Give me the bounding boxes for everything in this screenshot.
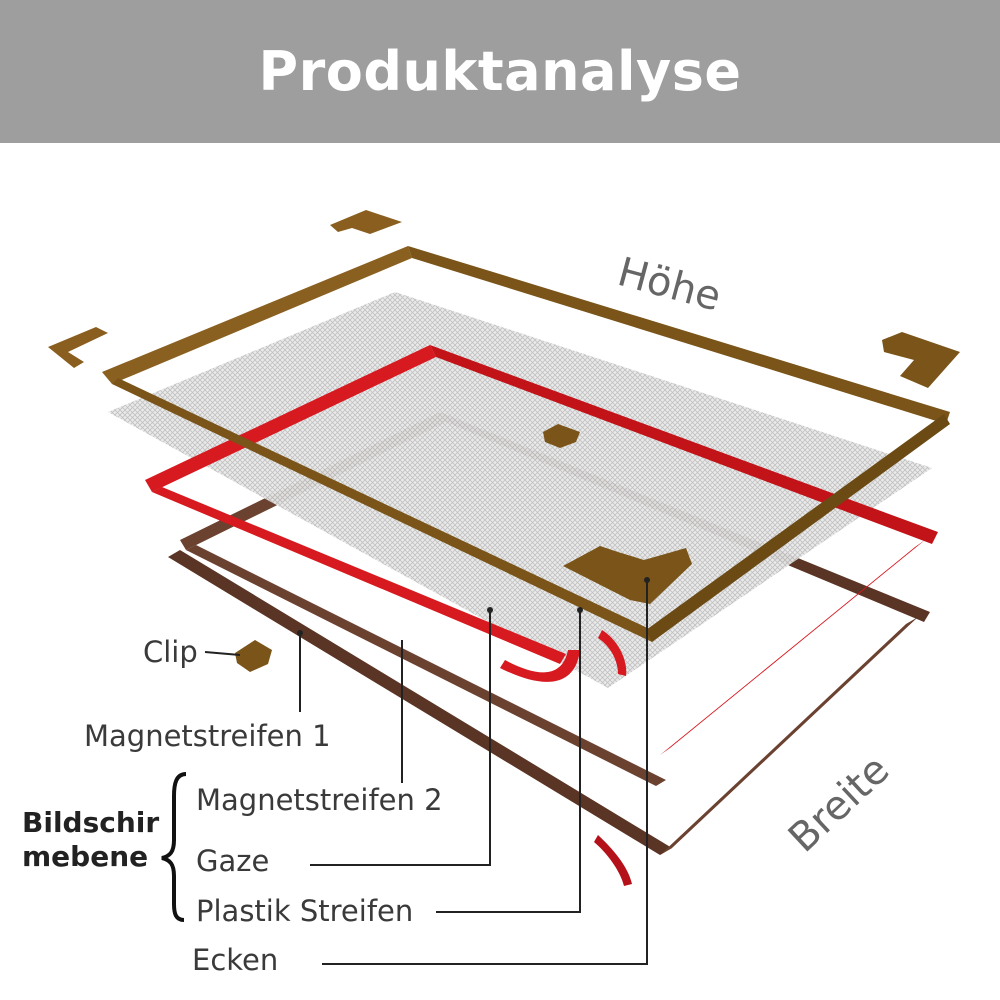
corner-piece-front <box>563 546 692 604</box>
corner-piece-top <box>330 210 402 234</box>
magnet-strip-1-frame <box>168 550 918 855</box>
label-magnet-strip-2: Magnetstreifen 2 <box>196 783 443 817</box>
group-brace <box>161 772 187 922</box>
group-label-line-1: Bildschir <box>22 806 160 839</box>
group-label-line-2: mebene <box>22 840 149 874</box>
magnet-strip-2-frame <box>145 345 938 886</box>
outer-frame <box>102 246 950 642</box>
clip-center <box>543 424 580 448</box>
header-banner: Produktanalyse <box>0 0 1000 143</box>
page-title: Produktanalyse <box>258 40 742 103</box>
corner-piece-top-left <box>48 327 108 368</box>
clip-icon <box>235 640 272 672</box>
gauze-mesh <box>108 292 932 688</box>
label-gauze: Gaze <box>196 844 270 878</box>
label-clip: Clip <box>143 635 198 669</box>
label-plastic-strip: Plastik Streifen <box>196 894 414 928</box>
group-label-screen-level: Bildschir mebene <box>22 806 159 874</box>
label-corners: Ecken <box>192 943 279 977</box>
leader-dots <box>297 577 650 636</box>
leader-lines <box>204 580 648 965</box>
label-magnet-strip-1: Magnetstreifen 1 <box>84 719 331 753</box>
corner-piece-right <box>882 332 960 388</box>
